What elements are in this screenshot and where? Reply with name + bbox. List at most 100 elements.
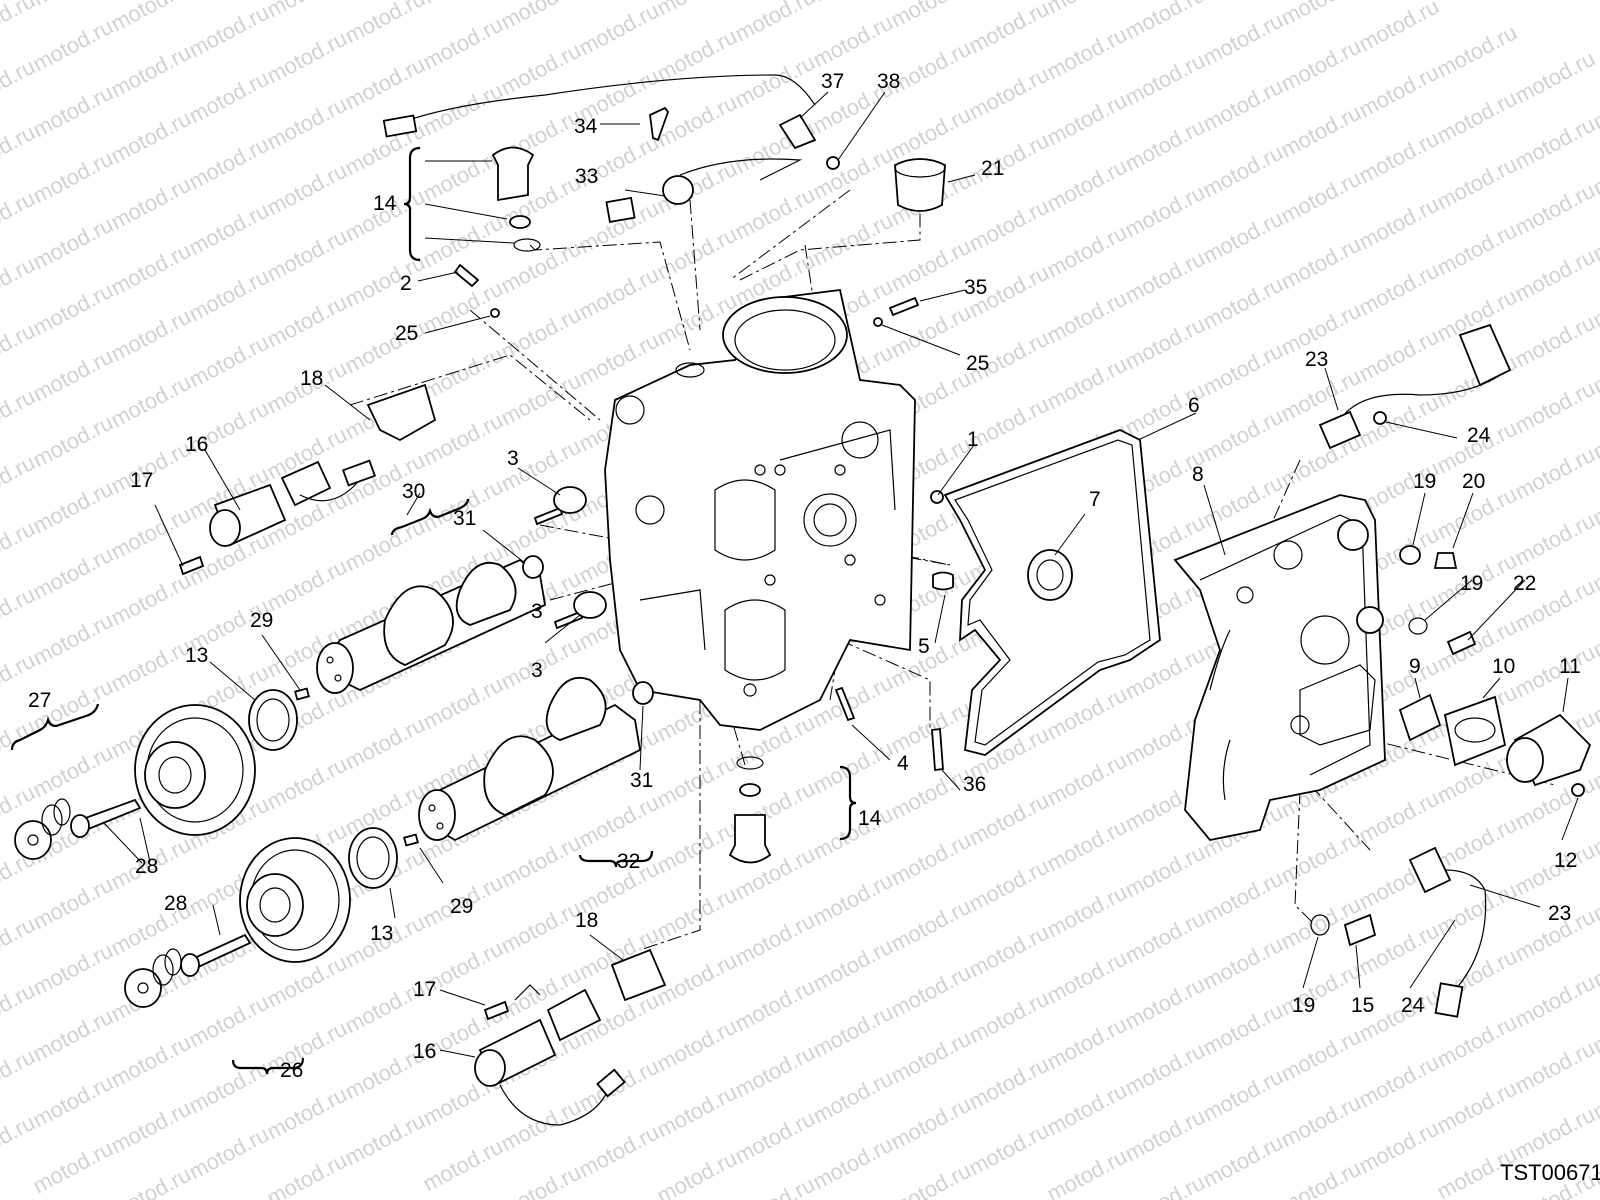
watermark-text: motod.ru (1121, 246, 1209, 309)
callout-label: 22 (1513, 572, 1536, 595)
watermark-text: motod.ru (29, 1070, 117, 1133)
watermark-text: motod.ru (29, 1136, 117, 1199)
watermark-text: motod.ru (575, 262, 663, 325)
watermark-text: motod.ru (185, 990, 273, 1053)
watermark-text: motod.ru (887, 960, 975, 1023)
watermark-text: motod.ru (29, 1004, 117, 1067)
watermark-text: motod.ru (965, 920, 1053, 983)
callout-label: 3 (531, 600, 543, 623)
callout-label: 6 (1188, 394, 1200, 417)
camshaft-lower (418, 676, 641, 842)
watermark-text: motod.ru (29, 278, 117, 341)
watermark-text: motod.ru (731, 1040, 819, 1103)
watermark-text: motod.ru (1199, 1130, 1287, 1193)
callout-label: 33 (575, 165, 598, 188)
watermark-text: motod.ru (809, 10, 897, 73)
callout-label: 11 (1559, 655, 1581, 678)
watermark-text: motod.ru (653, 1080, 741, 1143)
watermark-text: motod.ru (263, 224, 351, 287)
watermark-text: motod.ru (1199, 338, 1287, 401)
watermark-text: motod.ru (1121, 0, 1209, 44)
watermark-text: motod.ru (497, 0, 585, 34)
watermark-text: motod.ru (185, 1056, 273, 1119)
callout-label: 16 (413, 1040, 436, 1063)
timing-cover (1173, 494, 1386, 841)
watermark-text: motod.ru (419, 12, 507, 75)
watermark-text: motod.ru (497, 236, 585, 299)
callout-label: 25 (966, 352, 989, 375)
watermark-text: motod.ru (1355, 0, 1443, 56)
callout-label: 24 (1467, 424, 1491, 447)
watermark-text: motod.ru (29, 14, 117, 77)
callout-label: 17 (413, 978, 436, 1001)
callout-label: 8 (1192, 463, 1204, 486)
watermark-text: motod.ru (29, 542, 117, 605)
watermark-text: motod.ru (497, 368, 585, 431)
callout-label: 14 (373, 192, 397, 215)
watermark-text: motod.ru (653, 1014, 741, 1077)
watermark-text: motod.ru (1433, 1010, 1521, 1073)
watermark-text: motod.ru (107, 634, 195, 697)
watermark-text: motod.ru (263, 0, 351, 22)
watermark-text: motod.ru (653, 222, 741, 285)
callout-label: 31 (453, 507, 476, 530)
callout-label: 23 (1548, 902, 1571, 925)
watermark-text: motod.ru (575, 328, 663, 391)
small-parts-right (1310, 323, 1592, 1018)
callout-label: 3 (531, 659, 543, 682)
callout-label: 28 (164, 892, 187, 915)
watermark-text: motod.ru (341, 514, 429, 577)
watermark-text: motod.ru (575, 1120, 663, 1183)
watermark-text: motod.ru (731, 182, 819, 245)
watermark-text: motod.ru (29, 344, 117, 407)
watermark-text: motod.ru (1511, 178, 1599, 241)
watermark-text: motod.ru (887, 1026, 975, 1089)
callout-label: 15 (1351, 994, 1374, 1017)
watermark-text: motod.ru (1355, 60, 1443, 123)
callout-label: 24 (1401, 994, 1425, 1017)
watermark-text: motod.ru (29, 476, 117, 539)
callout-label: 34 (574, 115, 598, 138)
watermark-text: motod.ru (965, 0, 1053, 58)
watermark-text: motod.ru (29, 80, 117, 143)
watermark-text: motod.ru (185, 330, 273, 393)
callout-label: 12 (1554, 849, 1577, 872)
watermark-text: motod.ru (1355, 786, 1443, 849)
watermark-text: motod.ru (575, 790, 663, 853)
callout-label: 18 (575, 909, 598, 932)
watermark-text: motod.ru (1043, 154, 1131, 217)
watermark-text: motod.ru (341, 1108, 429, 1171)
watermark-text: motod.ru (263, 26, 351, 89)
watermark-text: motod.ru (1277, 0, 1365, 30)
callout-labels: 1 2 3 3 3 4 5 6 7 8 9 10 11 12 13 13 14 … (28, 70, 1581, 1082)
watermark-text: motod.ru (653, 882, 741, 945)
watermark-text: motod.ru (29, 740, 117, 803)
watermark-text: motod.ru (1199, 206, 1287, 269)
watermark-text: motod.ru (653, 948, 741, 1011)
watermark-text: motod.ru (731, 974, 819, 1037)
watermark-text: motod.ru (1043, 220, 1131, 283)
small-parts-center (382, 74, 954, 864)
callout-label: 4 (897, 752, 909, 775)
watermark-text: motod.ru (1121, 312, 1209, 375)
watermark-text: motod.ru (575, 0, 663, 60)
watermark-text: motod.ru (263, 1082, 351, 1145)
watermark-text: motod.ru (1121, 840, 1209, 903)
watermark-text: motod.ru (419, 144, 507, 207)
watermark-text: motod.ru (1121, 1104, 1209, 1167)
watermark-text: motod.ru (1121, 180, 1209, 243)
watermark-text: motod.ru (1355, 1050, 1443, 1113)
watermark-text: motod.ru (419, 1134, 507, 1197)
watermark-text: motod.ru (1511, 970, 1599, 1033)
callout-label: 19 (1413, 470, 1436, 493)
watermark-text: motod.ru (1199, 998, 1287, 1061)
diagram-code: TST00671 (1500, 1160, 1600, 1185)
watermark-text: motod.ru (1511, 112, 1599, 175)
watermark-text: motod.ru (1277, 826, 1365, 889)
watermark-text: motod.ru (965, 854, 1053, 917)
callout-label: 37 (821, 70, 844, 93)
callout-label: 19 (1292, 994, 1315, 1017)
callout-label: 29 (250, 609, 273, 632)
watermark-text: motod.ru (1511, 1102, 1599, 1165)
